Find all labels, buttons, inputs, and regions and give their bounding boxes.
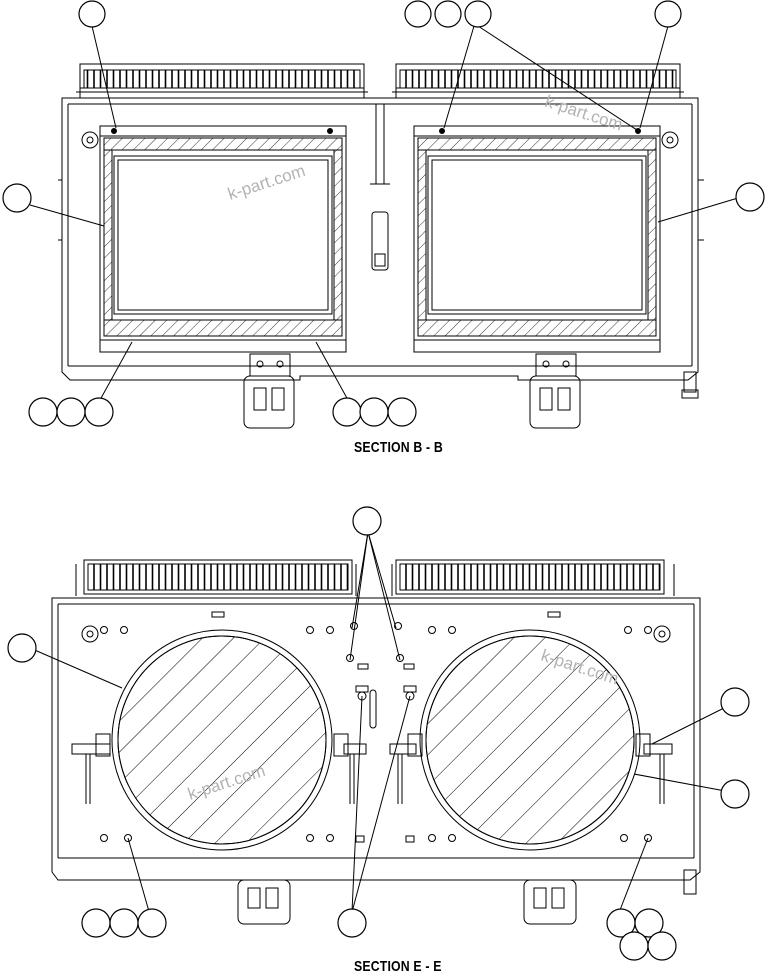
top-grille-left: [76, 63, 368, 99]
bottom-grille-left: [75, 559, 357, 596]
callout-balloon: [2, 183, 32, 213]
fan-shroud-right: [389, 629, 673, 851]
callout-balloon: [332, 397, 362, 427]
top-grille-right: [392, 63, 684, 99]
watermark-text: k-part.com: [225, 161, 307, 204]
callout-balloon: [78, 0, 106, 28]
center-handle: [371, 211, 389, 271]
callout-balloon: [654, 0, 682, 28]
fan-shroud-left: [71, 629, 367, 851]
section-b-b-view: [29, 25, 739, 429]
callout-balloon: [81, 908, 111, 938]
callout-balloon: [634, 908, 664, 938]
section-e-e-view: [29, 531, 737, 925]
leader-lines-e: [29, 531, 737, 923]
callout-balloon: [352, 506, 382, 536]
callout-balloon: [735, 182, 765, 212]
callout-balloon: [464, 0, 492, 28]
callout-balloon: [619, 931, 649, 961]
callout-balloon: [137, 908, 167, 938]
callout-balloon: [337, 908, 367, 938]
callout-balloon: [404, 0, 432, 28]
bottom-mount-left-b: [243, 353, 295, 429]
callout-balloon: [720, 687, 750, 717]
callout-balloon: [84, 397, 114, 427]
section-e-e-title: SECTION E - E: [354, 958, 442, 975]
callout-balloon: [720, 779, 750, 809]
callout-balloon: [109, 908, 139, 938]
housing-outline-e: [51, 597, 701, 881]
callout-balloon: [647, 931, 677, 961]
bottom-mount-right-b: [529, 353, 581, 429]
leader-lines-b: [29, 25, 739, 401]
housing-outline-b: [61, 97, 699, 381]
callout-balloon: [28, 397, 58, 427]
bottom-grille-right: [391, 559, 675, 596]
callout-balloon: [434, 0, 462, 28]
callout-balloon: [7, 633, 37, 663]
bottom-mount-left-e: [237, 879, 291, 925]
filter-frame-left: [99, 125, 347, 353]
section-b-b-title: SECTION B - B: [354, 439, 443, 456]
filter-frame-right: [413, 125, 661, 353]
callout-balloon: [387, 397, 417, 427]
bottom-mount-right-e: [523, 879, 577, 925]
callout-balloon: [359, 397, 389, 427]
callout-balloon: [56, 397, 86, 427]
